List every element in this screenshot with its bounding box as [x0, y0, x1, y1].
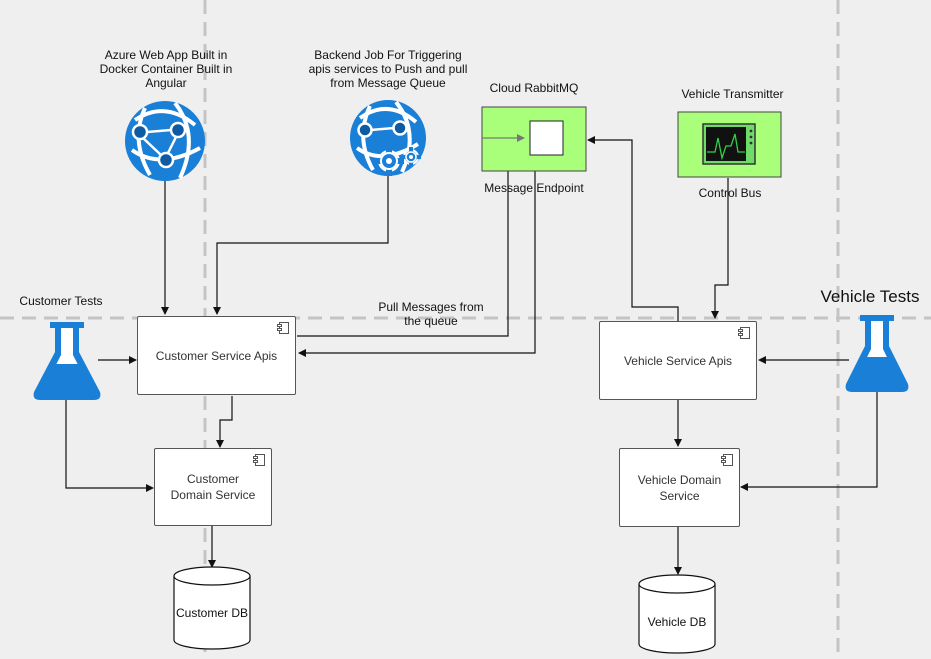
vehicle-domain-service-title: Vehicle Domain Service: [637, 472, 722, 503]
customer-domain-service-component: Customer Domain Service: [154, 448, 272, 526]
uml-component-icon: [277, 322, 289, 334]
backend-job-globe-gear-icon: [350, 100, 426, 176]
message-endpoint-label: Message Endpoint: [484, 181, 584, 195]
azure-web-app-label: Azure Web App Built in Docker Container …: [99, 48, 233, 90]
customer-tests-label: Customer Tests: [19, 294, 103, 308]
web-app-globe-icon: [125, 101, 205, 181]
cloud-rabbitmq-label: Cloud RabbitMQ: [489, 81, 579, 95]
pull-messages-label: Pull Messages from the queue: [378, 300, 484, 328]
vehicle-db-cylinder: [638, 574, 716, 654]
vehicle-domain-service-component: Vehicle Domain Service: [619, 448, 740, 527]
uml-component-icon: [738, 327, 750, 339]
customer-db-cylinder: [173, 566, 251, 650]
rabbitmq-endpoint: [481, 106, 587, 172]
vehicle-db-label: Vehicle DB: [647, 615, 707, 629]
customer-domain-service-title: Customer Domain Service: [170, 472, 256, 502]
control-bus-label: Control Bus: [698, 186, 762, 200]
control-bus-monitor: [677, 111, 782, 178]
uml-component-icon: [721, 454, 733, 466]
connectors: [65, 136, 878, 575]
customer-service-apis-component: Customer Service Apis: [137, 316, 296, 395]
vehicle-service-apis-title: Vehicle Service Apis: [623, 353, 733, 368]
vehicle-service-apis-component: Vehicle Service Apis: [599, 321, 757, 400]
customer-tests-flask-icon: [33, 322, 101, 400]
customer-db-label: Customer DB: [175, 606, 249, 620]
vehicle-tests-flask-icon: [845, 315, 909, 392]
uml-component-icon: [253, 454, 265, 466]
backend-job-label: Backend Job For Triggering apis services…: [308, 48, 468, 90]
monitor-icon: [702, 123, 756, 165]
customer-service-apis-title: Customer Service Apis: [155, 348, 278, 363]
vehicle-tests-label: Vehicle Tests: [820, 287, 920, 306]
vehicle-transmitter-label: Vehicle Transmitter: [681, 87, 784, 101]
